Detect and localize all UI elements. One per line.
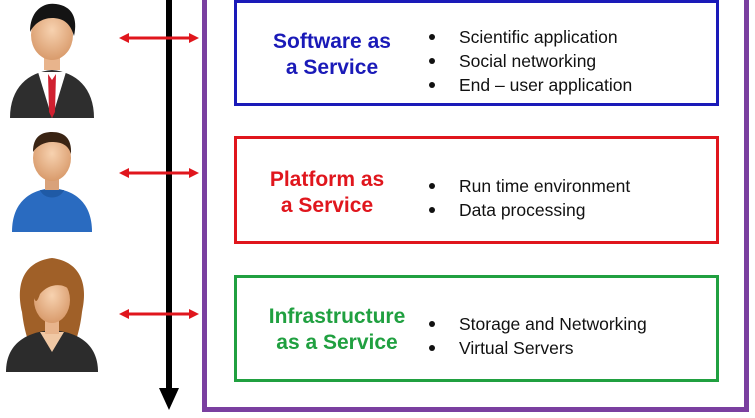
saas-box: Software as a Service Scientific applica… xyxy=(234,0,719,106)
list-item: Storage and Networking xyxy=(427,312,647,336)
saas-title-line2: a Service xyxy=(285,56,379,79)
list-item: Virtual Servers xyxy=(427,336,647,360)
paas-title: Platform as a Service xyxy=(252,167,402,219)
list-item: Scientific application xyxy=(427,25,632,49)
saas-list: Scientific application Social networking… xyxy=(427,25,632,97)
paas-title-line1: Platform as xyxy=(269,168,385,191)
iaas-list: Storage and Networking Virtual Servers xyxy=(427,312,647,360)
woman-icon xyxy=(6,258,98,372)
paas-title-line2: a Service xyxy=(280,194,374,217)
saas-title-line1: Software as xyxy=(273,30,391,53)
paas-list: Run time environment Data processing xyxy=(427,174,630,222)
list-item: Run time environment xyxy=(427,174,630,198)
businessman-icon xyxy=(10,3,94,118)
casual-man-icon xyxy=(12,132,92,232)
saas-title: Software as a Service xyxy=(257,29,407,81)
list-item: Social networking xyxy=(427,49,632,73)
vertical-axis-arrow xyxy=(159,0,179,410)
iaas-title-line2: as a Service xyxy=(276,331,398,354)
iaas-title-line1: Infrastructure xyxy=(268,305,406,328)
paas-box: Platform as a Service Run time environme… xyxy=(234,136,719,244)
cloud-stack-frame xyxy=(202,0,749,412)
iaas-title: Infrastructure as a Service xyxy=(262,304,412,356)
iaas-box: Infrastructure as a Service Storage and … xyxy=(234,275,719,382)
list-item: Data processing xyxy=(427,198,630,222)
list-item: End – user application xyxy=(427,73,632,97)
